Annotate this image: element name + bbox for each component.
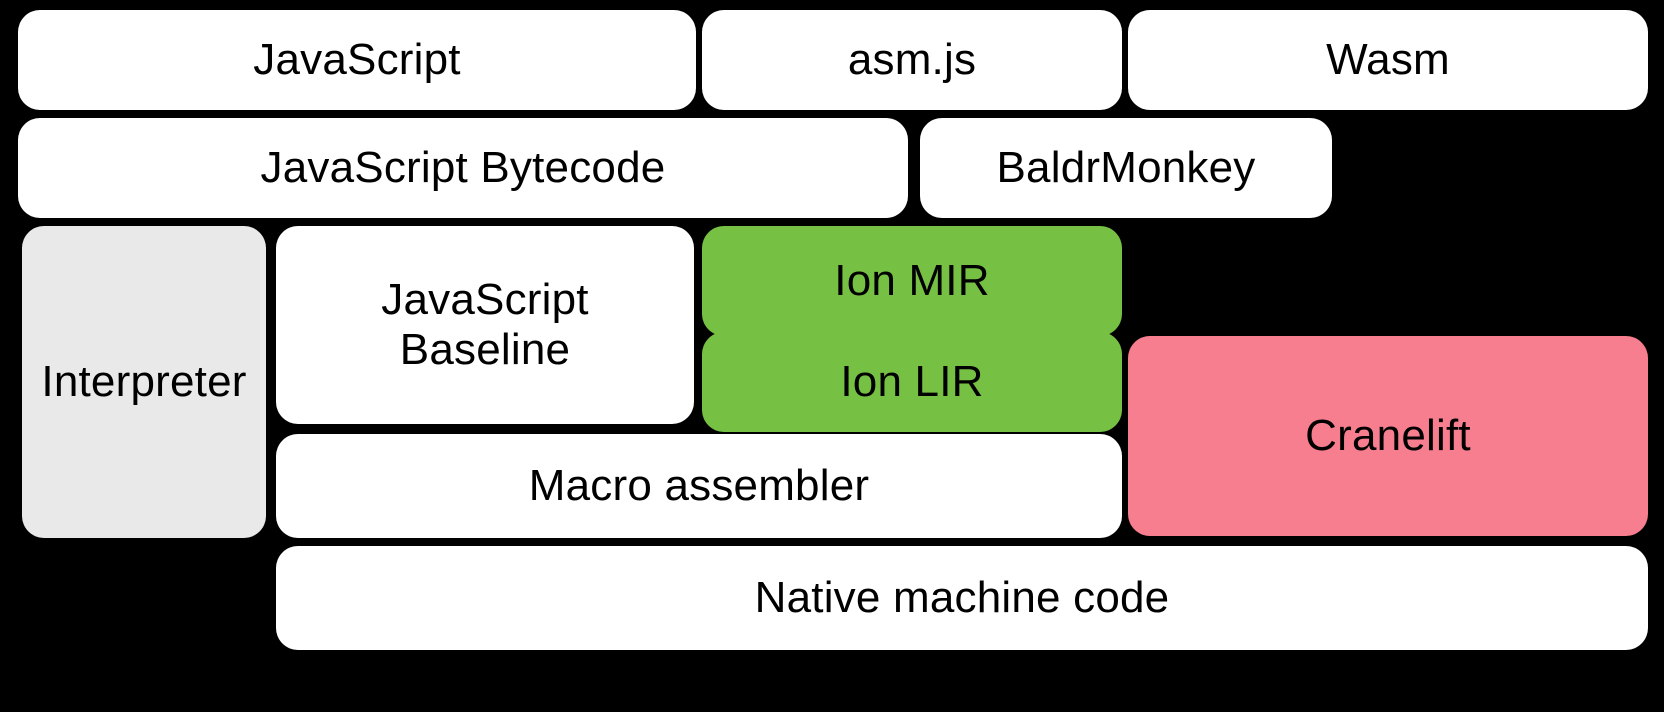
node-javascript-bytecode[interactable]: JavaScript Bytecode — [18, 118, 908, 218]
node-javascript-baseline[interactable]: JavaScript Baseline — [276, 226, 694, 424]
node-label: Ion LIR — [840, 356, 984, 406]
node-wasm[interactable]: Wasm — [1128, 10, 1648, 110]
node-label: Ion MIR — [834, 255, 990, 305]
node-native-machine-code[interactable]: Native machine code — [276, 546, 1648, 650]
node-label: BaldrMonkey — [996, 142, 1256, 192]
node-cranelift[interactable]: Cranelift — [1128, 336, 1648, 536]
node-ion-mir[interactable]: Ion MIR — [702, 226, 1122, 336]
node-asm-js[interactable]: asm.js — [702, 10, 1122, 110]
node-label: JavaScript Baseline — [381, 274, 589, 374]
node-label: Native machine code — [754, 572, 1170, 622]
node-interpreter[interactable]: Interpreter — [22, 226, 266, 538]
node-label: JavaScript Bytecode — [260, 142, 666, 192]
node-label: Interpreter — [41, 356, 247, 406]
node-label: JavaScript — [253, 34, 461, 84]
node-macro-assembler[interactable]: Macro assembler — [276, 434, 1122, 538]
node-javascript[interactable]: JavaScript — [18, 10, 696, 110]
node-label: Cranelift — [1305, 410, 1471, 460]
node-ion-lir[interactable]: Ion LIR — [702, 332, 1122, 432]
node-baldrmonkey[interactable]: BaldrMonkey — [920, 118, 1332, 218]
node-label: asm.js — [847, 34, 977, 84]
node-label: Macro assembler — [528, 460, 870, 510]
node-label: Wasm — [1326, 34, 1450, 84]
